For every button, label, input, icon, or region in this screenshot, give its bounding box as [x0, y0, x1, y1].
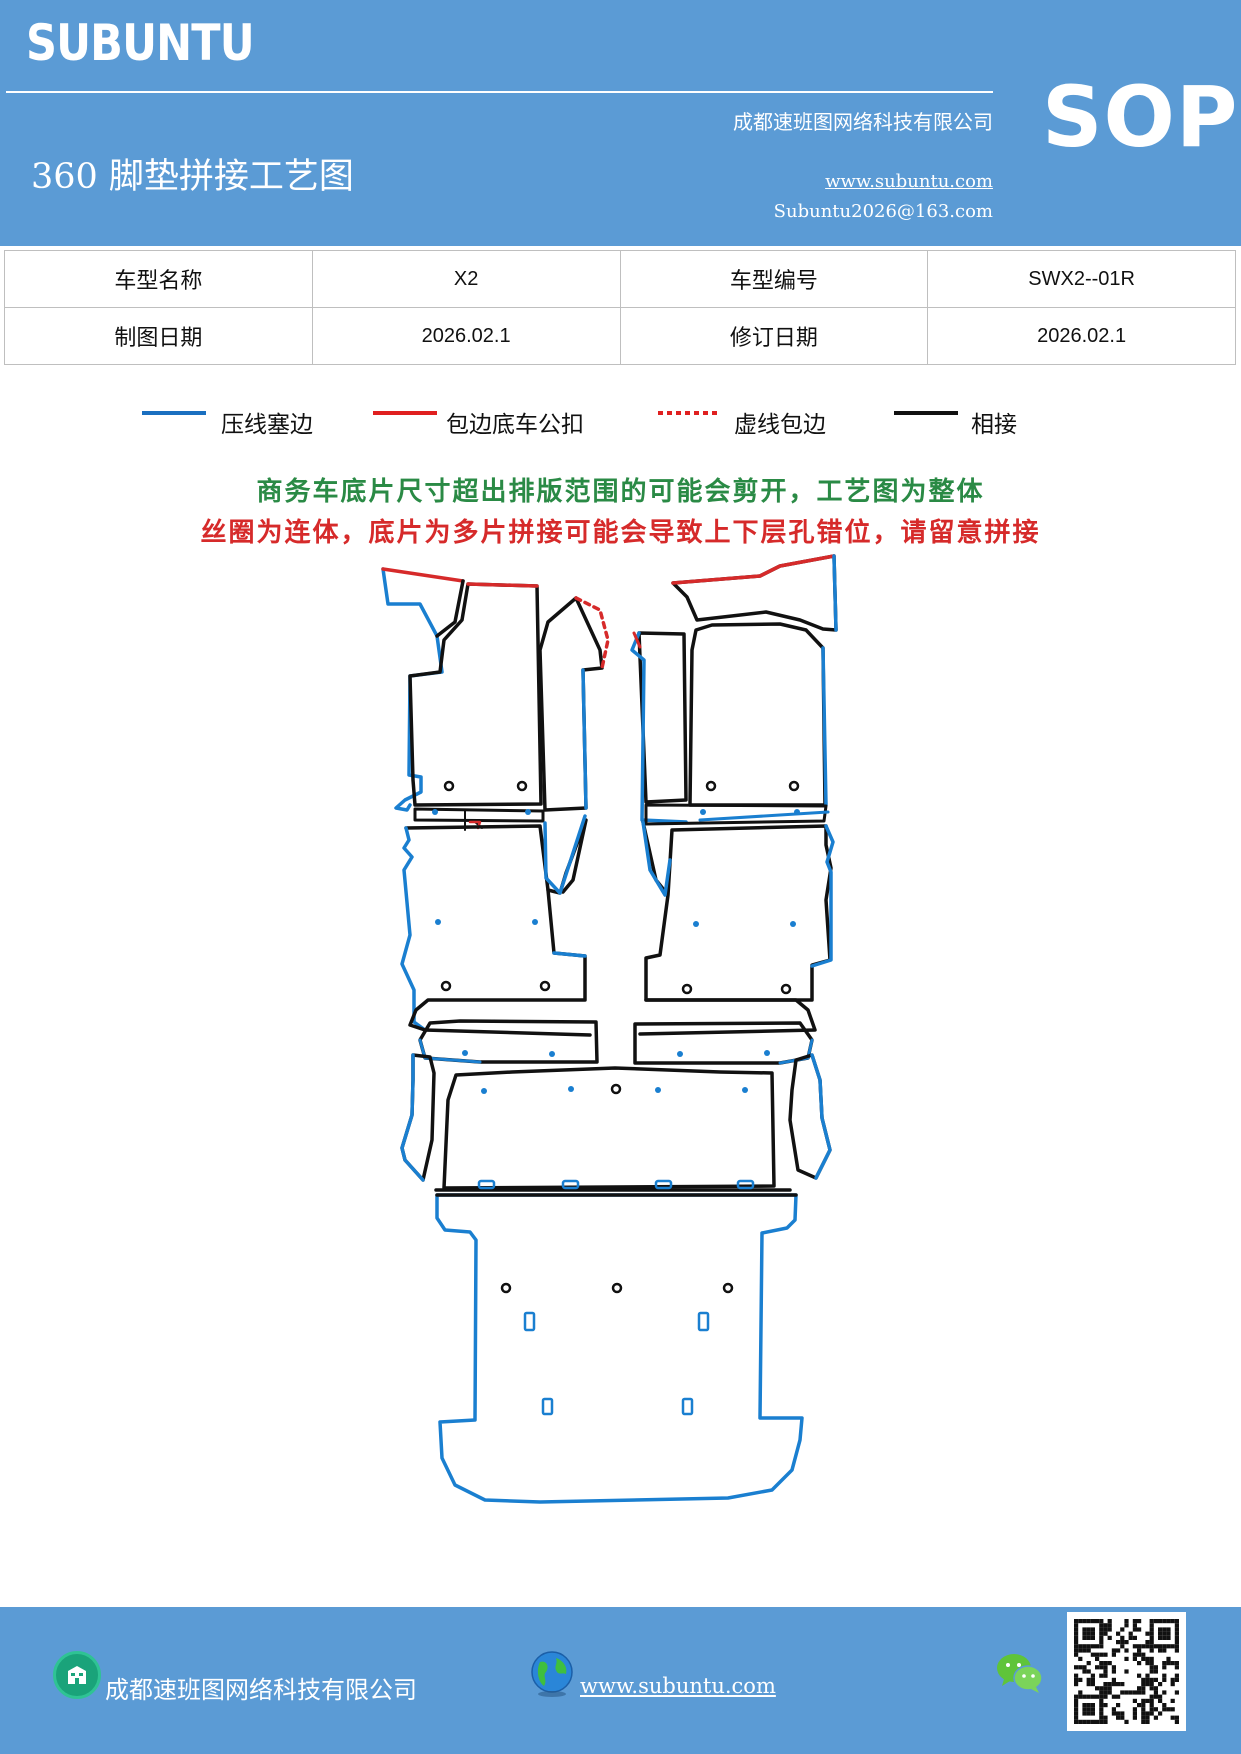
notice-line-red: 丝圈为连体，底片为多片拼接可能会导致上下层孔错位，请留意拼接	[200, 518, 1041, 548]
model-name-label: 车型名称	[4, 250, 313, 308]
model-code-label: 车型编号	[619, 250, 929, 308]
table-row: 车型名称 X2 车型编号 SWX2--01R	[4, 250, 1236, 308]
footer-website-link[interactable]: www.subuntu.com	[580, 1674, 776, 1698]
mat-piece-second-left-bench	[418, 1019, 599, 1064]
header-divider	[6, 91, 993, 93]
brand-logo-text: SUBUNTU	[26, 14, 255, 72]
header-banner	[0, 0, 1241, 246]
draw-date-value: 2026.02.1	[311, 307, 621, 365]
mat-piece-second-right	[638, 820, 835, 1036]
legend-swatch-blue	[142, 411, 206, 415]
legend-label: 虚线包边	[734, 412, 826, 438]
mat-piece-second-left	[400, 814, 592, 1037]
legend-label: 包边底车公扣	[446, 412, 584, 438]
mat-piece-rear-cargo	[435, 1193, 804, 1504]
notice-line-green: 商务车底片尺寸超出排版范围的可能会剪开，工艺图为整体	[256, 477, 985, 507]
legend-swatch-black	[894, 411, 958, 415]
mat-piece-front-left-outer	[381, 567, 465, 812]
building-icon	[53, 1651, 101, 1699]
mat-piece-middle	[434, 1066, 792, 1192]
mat-piece-front-right	[688, 622, 828, 807]
sop-badge: SOP	[1042, 68, 1239, 166]
draw-date-label: 制图日期	[4, 307, 313, 365]
wechat-icon	[997, 1654, 1043, 1693]
legend-label: 压线塞边	[221, 412, 313, 438]
mat-piece-front-left	[408, 582, 543, 807]
fastener-holes-black	[440, 780, 800, 1294]
page-title: 360 脚垫拼接工艺图	[31, 157, 354, 197]
info-table: 车型名称 X2 车型编号 SWX2--01R 制图日期 2026.02.1 修订…	[4, 250, 1236, 365]
revise-date-value: 2026.02.1	[927, 307, 1236, 365]
globe-icon	[531, 1651, 573, 1697]
header-email: Subuntu2026@163.com	[773, 201, 993, 222]
mat-piece-middle-right-side	[788, 1053, 832, 1180]
footer-company-name: 成都速班图网络科技有限公司	[105, 1676, 417, 1704]
table-row: 制图日期 2026.02.1 修订日期 2026.02.1	[4, 307, 1236, 365]
mat-piece-front-right-tunnel	[630, 631, 688, 824]
fastener-holes-blue	[432, 809, 800, 1094]
revise-date-label: 修订日期	[619, 307, 929, 365]
legend-label: 相接	[971, 412, 1017, 438]
mat-piece-middle-left-side	[400, 1053, 436, 1182]
header-company-name: 成都速班图网络科技有限公司	[733, 110, 993, 134]
legend-swatch-red-dotted	[658, 411, 720, 415]
mat-piece-front-right-strip	[644, 803, 830, 826]
mat-piece-front-left-tunnel	[538, 596, 610, 812]
header-website-link[interactable]: www.subuntu.com	[825, 171, 993, 192]
model-code-value: SWX2--01R	[927, 250, 1236, 308]
qr-code-pattern	[1074, 1619, 1179, 1724]
legend-swatch-red	[373, 411, 437, 415]
clip-slots	[477, 1179, 755, 1190]
qr-code	[1067, 1612, 1186, 1731]
mat-piece-front-right-outer	[671, 554, 838, 632]
model-name-value: X2	[311, 250, 621, 308]
